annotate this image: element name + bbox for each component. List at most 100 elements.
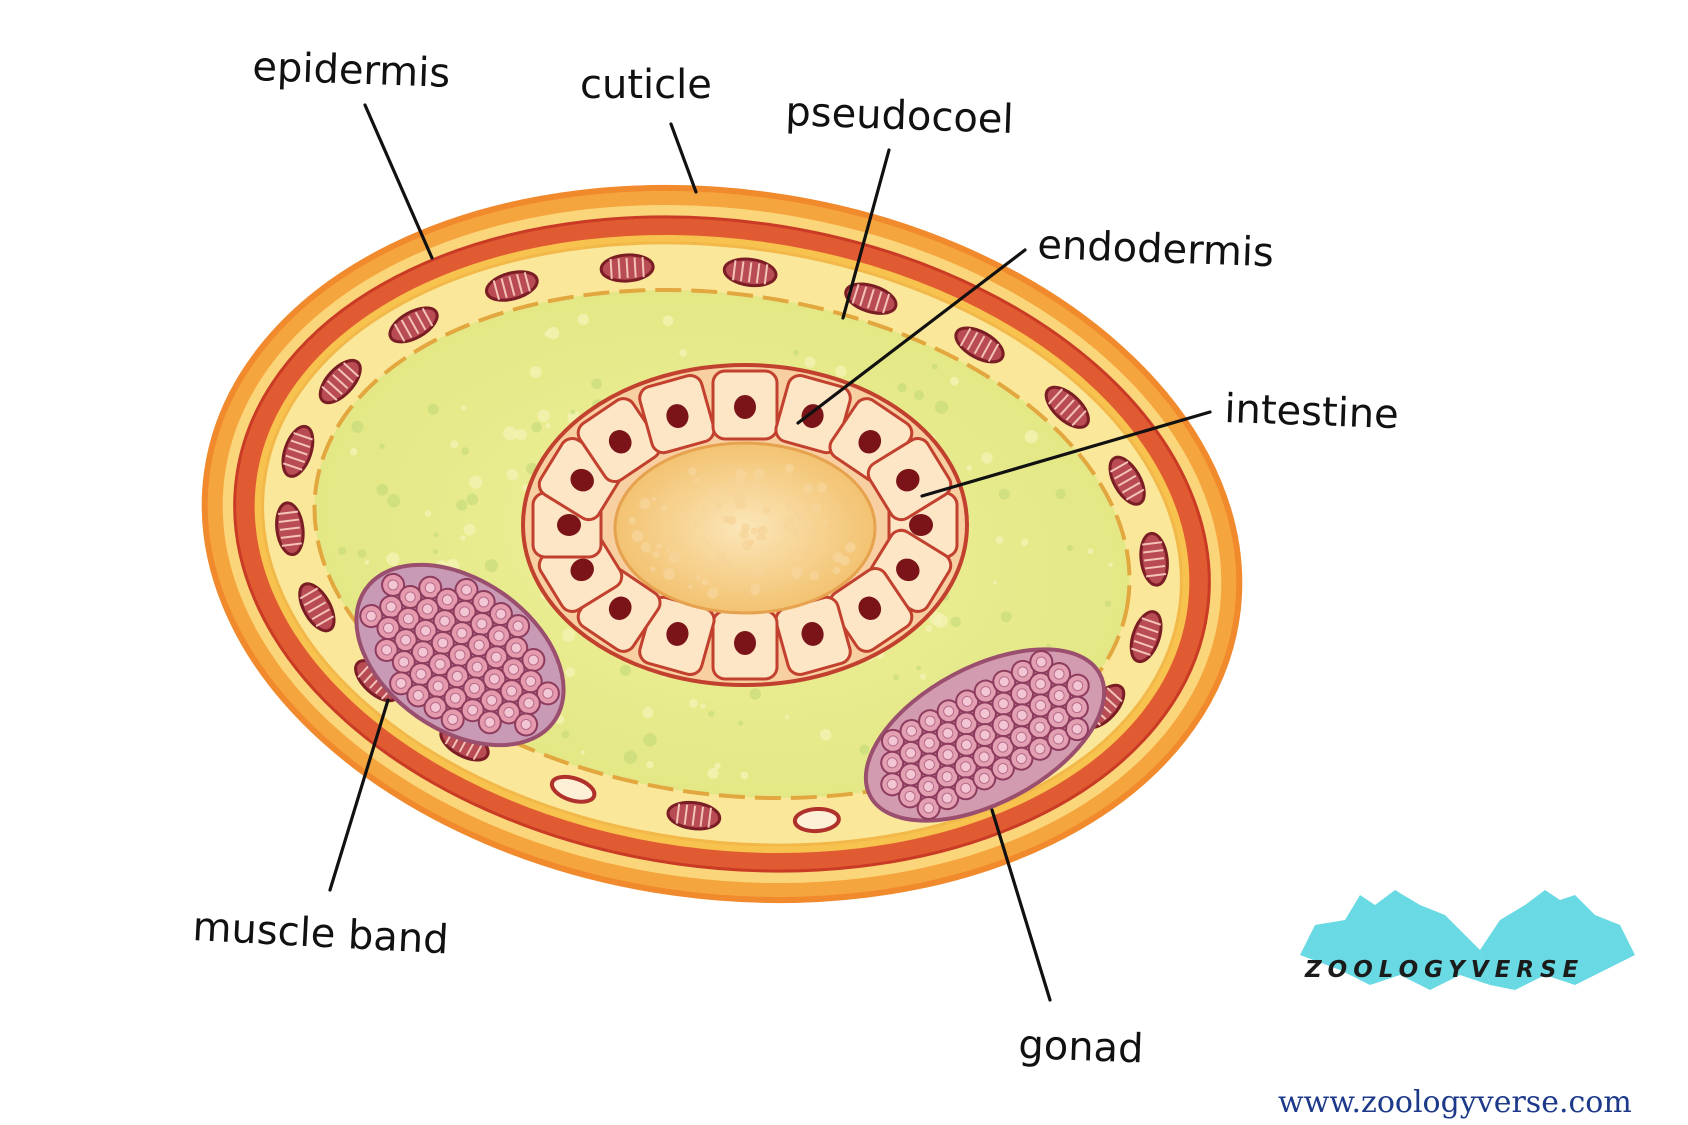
lumen-dot [823,520,829,526]
speckle [427,403,439,415]
cell-nucleus [896,468,920,492]
cell-nucleus [734,395,756,419]
lumen-dot [750,527,758,535]
cell-nucleus [734,631,756,655]
website-url: www.zoologyverse.com [1278,1085,1632,1120]
lumen-dot [734,492,745,503]
speckle [688,698,698,708]
muscle-striation [980,339,993,359]
gonad-cell-core [886,778,898,790]
speckle [819,728,832,741]
gonad-cell-core [527,654,539,666]
muscle-striation [1131,647,1151,656]
speckle [662,315,674,327]
cell-nucleus [608,430,632,454]
gonad-cell-core [979,708,991,720]
gonad-cell-core [471,661,483,673]
gonad-cell-core [434,658,446,670]
cell-nucleus [666,404,689,428]
gonad-cell-core [1052,733,1064,745]
speckle [521,484,529,491]
muscle-striation [1110,461,1129,473]
gonad-cell-core [421,603,433,615]
muscle-striation [277,510,298,516]
gonad-cell-core [923,759,935,771]
muscle-cell-outline [792,806,841,834]
gonad-cell-core [490,651,502,663]
gonad-cell-core [395,677,407,689]
gonad-cell-core [923,737,935,749]
speckle [460,535,466,541]
gonad-cell-core [1035,678,1047,690]
gonad-cell-core [1071,702,1083,714]
muscle-striation [516,274,524,294]
gonad-cell-core [488,673,500,685]
muscle-striation [1146,572,1167,578]
gonad-cell-core [923,781,935,793]
gonad-right-cells [880,650,1090,820]
speckle [1087,548,1094,555]
speckle [835,365,847,378]
muscle-striation [278,518,299,523]
lumen-dot [839,555,850,566]
speckle [580,750,585,755]
muscle-striation [492,280,500,301]
muscle-striation [874,291,883,311]
speckle [450,440,459,449]
speckle [966,465,973,472]
muscle-striation [1048,388,1064,405]
lumen-dot [761,535,767,541]
muscle-cell [666,800,722,831]
lumen-dot [660,504,668,512]
intestine [521,363,969,687]
speckle [950,616,961,627]
gonad-cell-core [420,625,432,637]
leader-gonad [990,808,1052,1002]
gonad-cell-core [429,701,441,713]
lumen-dot [665,547,671,552]
gonad-cell-core [460,584,472,596]
lumen-dot [735,468,747,479]
lumen-dot [693,520,700,528]
gonad-cell-core [365,610,377,622]
endodermis-cell [711,609,779,681]
leader-intestine [920,410,1212,498]
speckle [793,350,799,356]
muscle-striation [973,335,986,355]
muscle-striation [763,264,769,285]
lumen-dot [693,477,700,484]
muscle-striation [280,534,301,539]
lumen-dot [783,521,794,532]
lumen-dot [678,512,689,522]
muscle-striation [747,262,753,283]
speckle [379,443,385,449]
muscle-striation [421,307,434,327]
muscle-cell [275,501,305,557]
muscle-striation [281,542,302,547]
speckle [708,710,715,717]
muscle-cell [844,282,898,315]
speckle [503,426,518,441]
gonad-cell-core [1015,753,1027,765]
gonad-cell-core [980,686,992,698]
gonad-cell-core [961,695,973,707]
lumen-dot [663,567,676,580]
lumen-dot [791,566,803,578]
speckle [433,532,439,538]
speckle [484,559,498,573]
muscle-cell [792,806,841,834]
lumen-dot [650,566,656,572]
speckle [561,730,570,739]
gonad-cell-core [1034,721,1046,733]
gonad-cell-core [447,713,459,725]
speckle [577,313,589,326]
gonad-cell-core [459,606,471,618]
gonad-cell-core [923,802,935,814]
speckle [461,447,469,455]
gonad-cell-core [478,596,490,608]
speckle [995,536,1004,545]
endodermis-cell [774,374,852,455]
speckle [561,628,576,642]
gonad-cell-core [942,727,954,739]
